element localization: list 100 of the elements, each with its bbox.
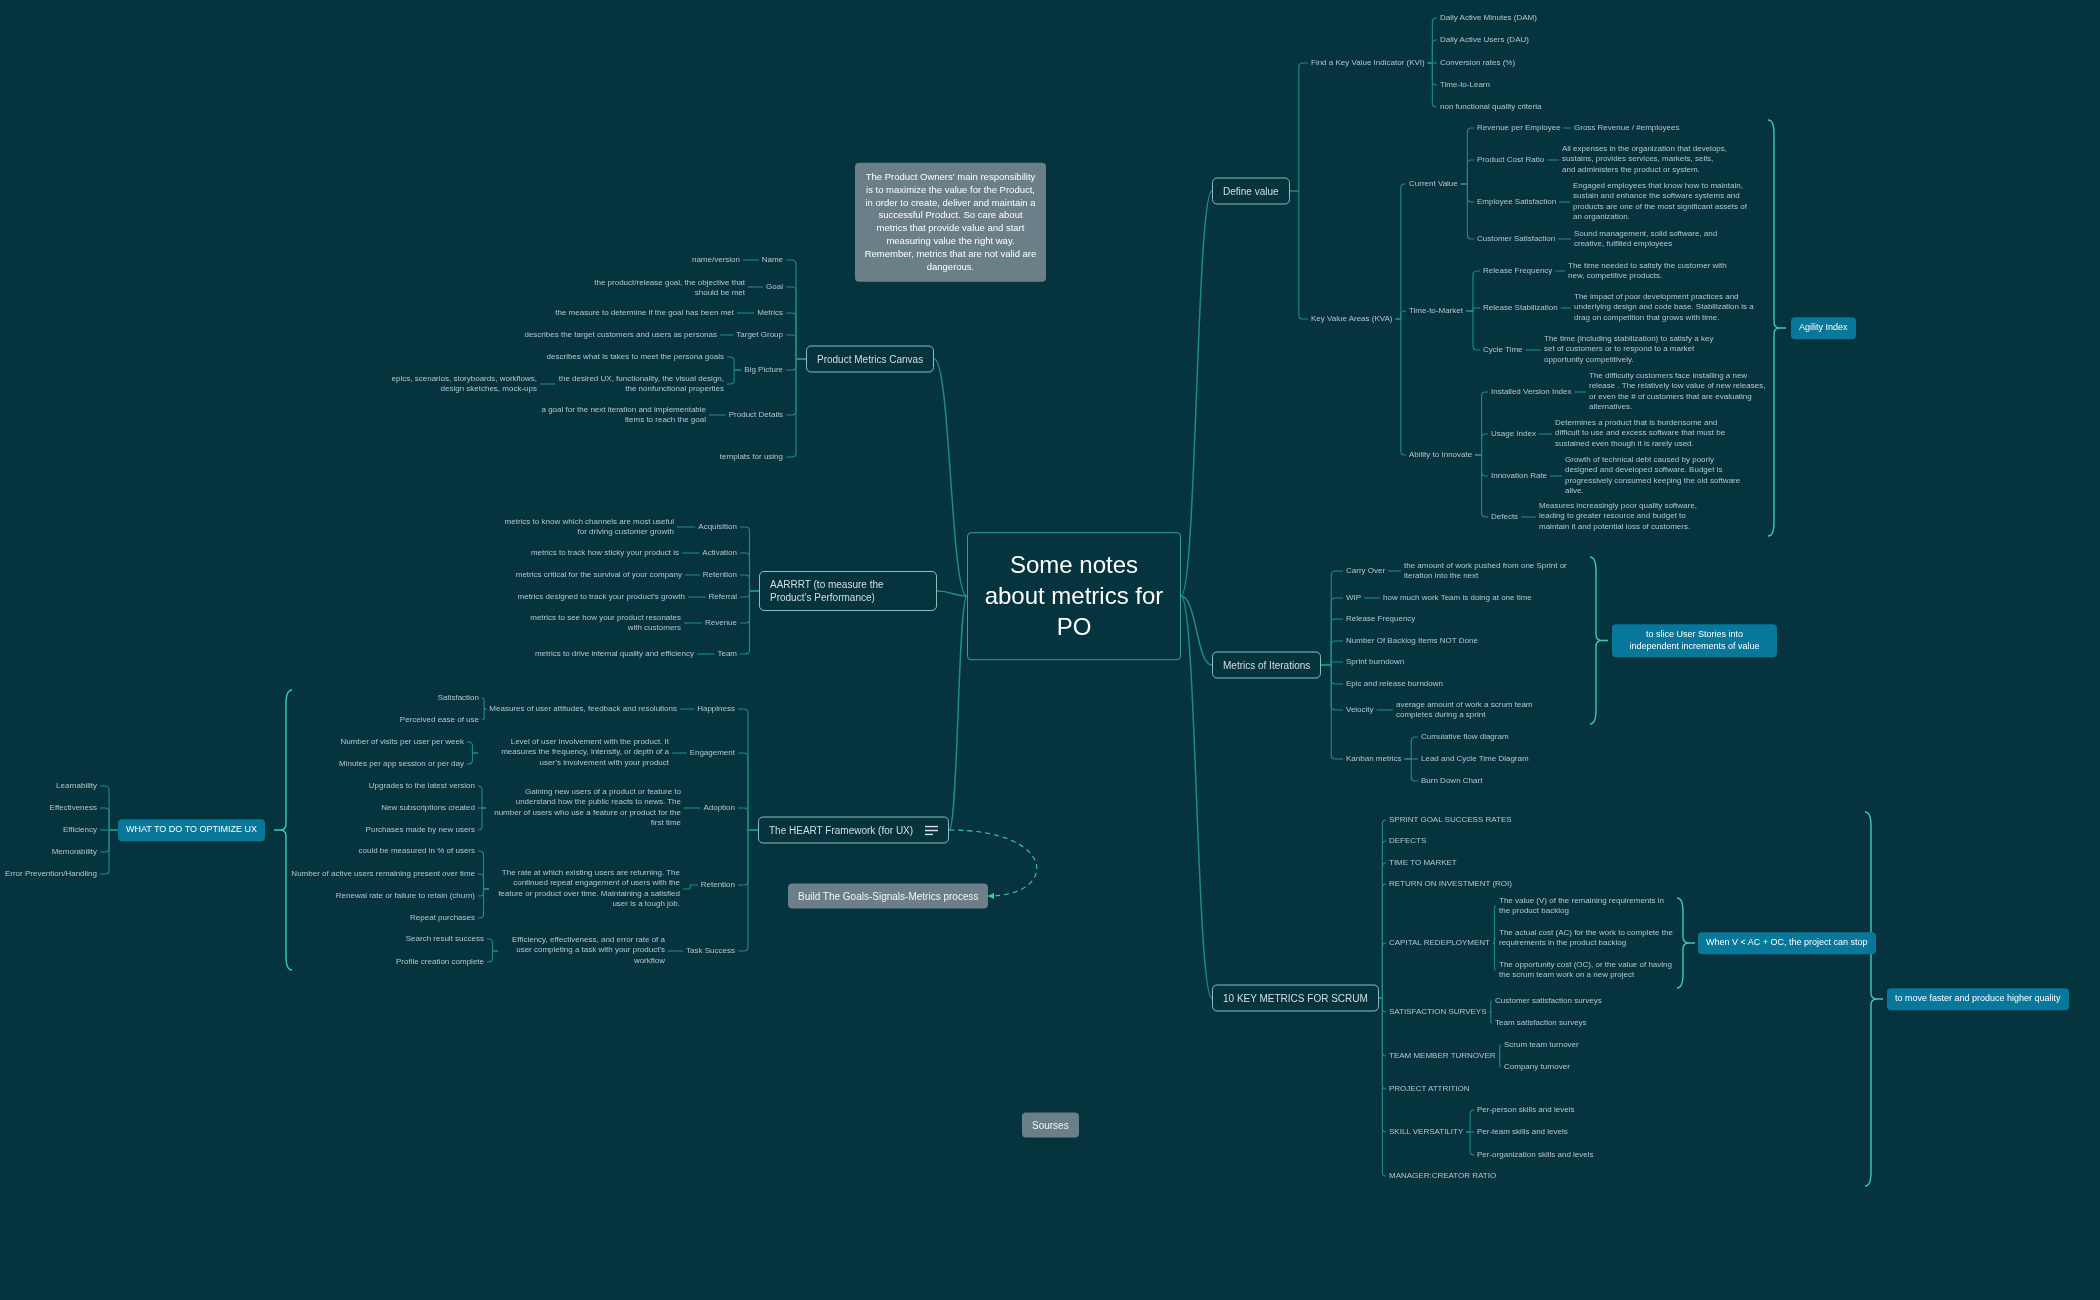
branch-label: SPRINT GOAL SUCCESS RATES	[1386, 814, 1515, 826]
topic-title: Metrics of Iterations	[1223, 658, 1311, 672]
topic-title: AARRRT (to measure the Product’s Performance)	[770, 578, 885, 604]
branch-label: Gaining new users of a product or feature to understand how the public reacts to news. The number of users who use a feature or product for the first time	[486, 787, 684, 829]
branch-label: Burn Down Chart	[1418, 775, 1486, 787]
central-topic-title: Some notes about metrics for PO	[983, 550, 1165, 643]
branch-label: Kanban metrics	[1343, 753, 1405, 765]
branch-label: Perceived ease of use	[396, 714, 482, 726]
branch-label: describes what is takes to meet the persona goals	[543, 351, 727, 363]
note-text: The Product Owners' main responsibility is to maximize the value for the Product, in order to create, deliver and maintain a successful Product. So care about metrics that provide value and start measuring value the right way. Remember, metrics that are not valid are dangerous.	[863, 170, 1038, 274]
branch-label: Defects	[1488, 511, 1522, 523]
arrow	[948, 829, 1038, 899]
branch-label: name/version	[688, 254, 743, 266]
branch-line	[933, 358, 968, 597]
branch-label: describes the target customers and users as personas	[521, 329, 720, 341]
branch-line	[1378, 997, 1387, 1177]
branch-label: Find a Key Value Indicator (KVI)	[1308, 57, 1428, 69]
branch-label: Retention	[697, 879, 738, 891]
branch-label: Velocity	[1343, 704, 1377, 716]
branch-label: Memorability	[48, 846, 100, 858]
branch-label: Epic and release burndown	[1343, 678, 1446, 690]
branch-label: PROJECT ATTRITION	[1386, 1083, 1473, 1095]
branch-line	[676, 526, 696, 528]
branch-label: Referral	[705, 591, 740, 603]
branch-label: Repeat purchases	[407, 912, 478, 924]
branch-line	[683, 622, 703, 624]
branch-label: New subscriptions created	[378, 802, 478, 814]
branch-label: epics, scenarios, storyboards, workflows, design sketches, mock-ups	[378, 373, 540, 395]
summary-text: WHAT TO DO TO OPTIMIZE UX	[126, 824, 257, 836]
branch-label: Number Of Backlog Items NOT Done	[1343, 635, 1481, 647]
branch-label: Number of active users remaining present over time	[288, 868, 478, 880]
branch-line	[539, 383, 556, 385]
branch-line	[726, 369, 742, 385]
branch-label: Task Success	[683, 945, 738, 957]
branch-label: Daily Active Minutes (DAM)	[1437, 12, 1540, 24]
branch-label: Current Value	[1406, 178, 1461, 190]
branch-label: Level of user involvement with the product. It measures the frequency, intensity, or depth of a user’s involvement with your product	[478, 737, 672, 769]
branch-label: RETURN ON INVESTMENT (ROI)	[1386, 878, 1515, 890]
branch-label: Sound management, solid software, and creative, fulfilled employees	[1571, 228, 1743, 250]
branch-label: Installed Version Index	[1488, 386, 1575, 398]
branch-line	[1558, 201, 1571, 203]
branch-label: Goal	[763, 281, 786, 293]
branch-label: the product/release goal, the objective that should be met	[568, 277, 748, 299]
branch-label: Carry Over	[1343, 565, 1389, 577]
branch-label: The rate at which existing users are returning. The continued repeat engagement of users with the feature or product over time. Maintaining a satisfied user is a tough job.	[489, 868, 683, 910]
branch-label: Activation	[699, 547, 740, 559]
branch-line	[1492, 937, 1497, 944]
branch-line	[1488, 1011, 1493, 1024]
branch-line	[681, 552, 700, 554]
branch-line	[1563, 127, 1572, 129]
branch-line	[1498, 1044, 1502, 1057]
branch-label: how much work Team is doing at one time	[1380, 592, 1535, 604]
branch-line	[719, 334, 734, 336]
branch-label: average amount of work a scrum team completes during a sprint	[1393, 699, 1571, 721]
branch-label: Release Frequency	[1343, 613, 1419, 625]
branch-label: Revenue per Employee	[1474, 122, 1564, 134]
branch-label: The difficulty customers face installing a new release . The relatively low value of new releases, or even the # of customers that are evaluating alternatives.	[1586, 371, 1770, 413]
branch-label: DEFECTS	[1386, 835, 1430, 847]
branch-label: Measures of user attitudes, feedback and resolutions	[486, 703, 680, 715]
branch-line	[682, 884, 699, 890]
branch-line	[1546, 159, 1560, 161]
branch-label: a goal for the next iteration and implementable items to reach the goal	[521, 404, 709, 426]
summary-text: Agility Index	[1799, 322, 1848, 334]
branch-line	[667, 950, 684, 952]
branch-label: templats for using	[716, 451, 786, 463]
summary-text: to move faster and produce higher quality	[1895, 993, 2061, 1005]
branch-label: Per-person skills and levels	[1474, 1104, 1578, 1116]
branch-line	[683, 807, 701, 809]
branch-label: Sprint burndown	[1343, 656, 1408, 668]
summary-text: to slice User Stories into independent increments of value	[1628, 629, 1761, 653]
branch-label: Measures increasingly poor quality software, leading to greater resource and budget to maintain it and potential loss of customers.	[1536, 501, 1720, 533]
branch-label: Efficiency	[59, 824, 100, 836]
branch-label: The time needed to satisfy the customer with new, competitive products.	[1565, 260, 1743, 282]
branch-label: SATISFACTION SURVEYS	[1386, 1006, 1490, 1018]
branch-line	[1492, 942, 1497, 971]
branch-label: Key Value Areas (KVA)	[1308, 313, 1396, 325]
branch-label: could be measured in % of users	[355, 845, 478, 857]
branch-line	[671, 752, 688, 754]
topic-title: Define value	[1223, 184, 1279, 198]
branch-label: Customer satisfaction surveys	[1492, 995, 1605, 1007]
branch-label: Number of visits per user per week	[337, 736, 467, 748]
branch-line	[1498, 1055, 1502, 1068]
branch-line	[477, 888, 490, 919]
branch-label: Team satisfaction surveys	[1492, 1017, 1590, 1029]
branch-label: Renewal rate or failure to retain (churn)	[332, 890, 478, 902]
branch-label: The actual cost (AC) for the work to complete the requirements in the product backlog	[1496, 927, 1678, 949]
branch-line	[99, 829, 119, 875]
branch-label: Acquisition	[695, 521, 740, 533]
branch-label: Release Frequency	[1480, 265, 1556, 277]
branch-label: Growth of technical debt caused by poorly designed and developed software. Budget is progressively consumed keeping the old software alive.	[1562, 455, 1744, 497]
floating-topic-box	[1022, 1112, 1079, 1138]
branch-label: The time (including stabilization) to satisfy a key set of customers or to respond to a market opportunity competitively.	[1541, 334, 1723, 366]
branch-label: Retention	[699, 569, 740, 581]
branch-line	[1573, 391, 1587, 393]
branch-label: Purchases made by new users	[362, 824, 478, 836]
branch-label: Revenue	[701, 617, 740, 629]
branch-line	[1557, 238, 1572, 240]
branch-label: Efficiency, effectiveness, and error rate of a user completing a task with your product’s workflow	[498, 935, 668, 967]
branch-line	[679, 708, 695, 710]
branch-label: Gross Revenue / #employees	[1571, 122, 1683, 134]
